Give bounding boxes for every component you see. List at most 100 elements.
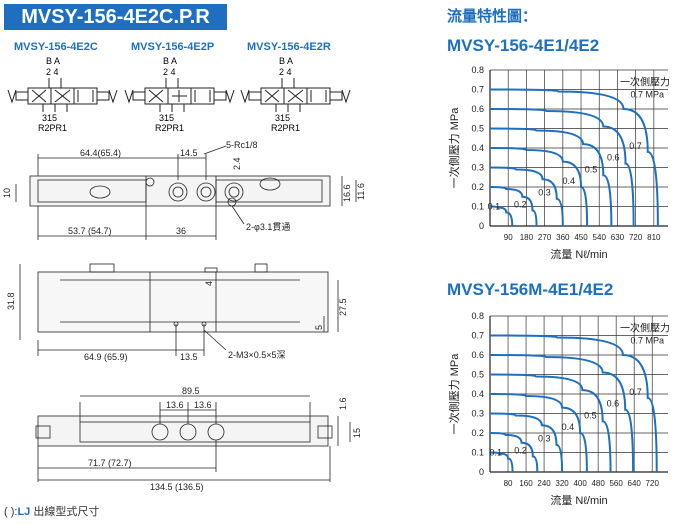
series-line-0.1 — [489, 205, 514, 227]
valve-symbols: B A 2 4 315 R2PR1 B A 2 4 — [7, 56, 351, 133]
x-tick-label: 720 — [646, 479, 660, 488]
chart-2-title: MVSY-156M-4E1/4E2 — [447, 280, 614, 299]
bottom-port-numbers: 315 — [42, 113, 57, 123]
series-label: 0.7 — [629, 141, 642, 151]
x-tick-label: 90 — [504, 233, 513, 242]
y-axis-label: 一次側壓力 MPa — [447, 107, 461, 189]
valve-symbol-4e2p: B A 2 4 315 R2PR1 — [124, 56, 235, 133]
series-label: 0.1 — [490, 447, 503, 457]
dim-64-4: 64.4(65.4) — [80, 148, 121, 158]
series-label: 0.2 — [514, 199, 527, 209]
dim-16-6: 16.6 — [342, 184, 352, 202]
svg-text:B A: B A — [279, 56, 293, 66]
dim-36: 36 — [176, 226, 186, 236]
footnote-text: 出線型式尺寸 — [33, 506, 100, 518]
series-line-0.4 — [489, 393, 588, 473]
dim-10: 10 — [2, 188, 12, 198]
model-title-banner: MVSY-156-4E2C.P.R — [4, 4, 227, 30]
y-tick-label: 0.6 — [471, 104, 484, 114]
valve-symbol-4e2r: B A 2 4 315 R2PR1 — [240, 56, 351, 133]
top-view — [15, 145, 357, 240]
y-tick-label: 0.4 — [471, 143, 484, 153]
x-axis-label: 流量 Nℓ/min — [550, 493, 607, 507]
flow-section-title: 流量特性圖： — [447, 8, 538, 25]
dim-31-8: 31.8 — [6, 292, 16, 310]
x-tick-label: 360 — [556, 233, 570, 242]
y-tick-label: 0.5 — [471, 370, 484, 380]
series-line-0.2 — [489, 432, 539, 473]
y-tick-label: 0.1 — [471, 202, 484, 212]
top-port-numbers: 2 4 — [46, 67, 59, 77]
x-tick-label: 540 — [593, 233, 607, 242]
y-tick-label: 0.6 — [471, 350, 484, 360]
series-label: 0.3 — [538, 434, 551, 444]
y-tick-label: 0.3 — [471, 163, 484, 173]
valve-symbol-4e2c: B A 2 4 315 R2PR1 — [7, 56, 118, 133]
chart-1-title: MVSY-156-4E1/4E2 — [447, 36, 600, 55]
footnote-lj: LJ — [17, 506, 31, 518]
x-tick-label: 630 — [611, 233, 625, 242]
dim-64-9: 64.9 (65.9) — [84, 352, 128, 362]
y-tick-label: 0 — [479, 221, 484, 231]
dim-2-m3: 2-M3×0.5×5深 — [228, 350, 286, 360]
bottom-view — [35, 395, 351, 482]
series-line-0.2 — [489, 186, 538, 227]
footnote-bracket: ( ): — [4, 506, 18, 518]
series-line-0.3 — [489, 412, 564, 473]
series-label: 0.4 — [562, 422, 575, 432]
dim-5: 5 — [314, 325, 324, 330]
y-tick-label: 0.4 — [471, 389, 484, 399]
dim-71-7: 71.7 (72.7) — [88, 458, 132, 468]
series-line-0.6 — [489, 354, 635, 473]
x-tick-label: 240 — [537, 479, 551, 488]
series-line-0.1 — [489, 451, 514, 473]
y-tick-label: 0.8 — [471, 311, 484, 321]
footnote: ( ):LJ 出線型式尺寸 — [4, 503, 99, 519]
x-tick-label: 480 — [591, 479, 605, 488]
x-tick-label: 400 — [573, 479, 587, 488]
dim-14-5: 14.5 — [180, 148, 198, 158]
svg-text:2 4: 2 4 — [279, 67, 292, 77]
svg-text:R2PR1: R2PR1 — [155, 123, 184, 133]
symbol-label-4e2c: MVSY-156-4E2C — [14, 41, 98, 53]
series-label: 0.4 — [563, 176, 576, 186]
series-line-0.5 — [489, 127, 613, 227]
x-tick-label: 810 — [647, 233, 661, 242]
series-label: 0.3 — [538, 188, 551, 198]
series-label: 0.2 — [514, 445, 527, 455]
dim-13-6-a: 13.6 — [166, 400, 184, 410]
svg-text:315: 315 — [159, 113, 174, 123]
series-line-0.5 — [489, 373, 612, 473]
pressure-annotation-unit: 0.7 MPa — [630, 336, 664, 346]
dim-134-5: 134.5 (136.5) — [150, 482, 204, 492]
bottom-ports: R2PR1 — [38, 123, 67, 133]
pressure-annotation: 一次側壓力 — [620, 322, 670, 335]
dim-2-4: 2.4 — [232, 157, 242, 170]
series-label: 0.5 — [585, 164, 598, 174]
y-tick-label: 0.3 — [471, 409, 484, 419]
dim-15: 15 — [352, 428, 362, 438]
x-tick-label: 160 — [519, 479, 533, 488]
y-tick-label: 0.8 — [471, 65, 484, 75]
dimension-drawings: 64.4(65.4) 14.5 5-Rc1/8 2.4 10 16.6 11.6… — [2, 140, 366, 492]
dim-13-5: 13.5 — [180, 352, 198, 362]
dim-5-rc18: 5-Rc1/8 — [226, 140, 258, 150]
dim-27-5: 27.5 — [338, 298, 348, 316]
top-ports: B A — [46, 56, 60, 66]
series-label: 0.6 — [607, 153, 620, 163]
symbol-label-4e2r: MVSY-156-4E2R — [247, 41, 331, 53]
x-tick-label: 720 — [629, 233, 643, 242]
series-label: 0.7 — [629, 387, 642, 397]
svg-text:B A: B A — [163, 56, 177, 66]
y-tick-label: 0.7 — [471, 85, 484, 95]
series-label: 0.1 — [488, 201, 501, 211]
x-tick-label: 450 — [574, 233, 588, 242]
series-line-0.4 — [489, 147, 589, 227]
dim-53-7: 53.7 (54.7) — [68, 226, 112, 236]
svg-text:2 4: 2 4 — [163, 67, 176, 77]
symbol-label-4e2p: MVSY-156-4E2P — [131, 41, 215, 53]
svg-text:R2PR1: R2PR1 — [271, 123, 300, 133]
x-tick-label: 270 — [538, 233, 552, 242]
x-tick-label: 640 — [628, 479, 642, 488]
svg-text:315: 315 — [275, 113, 290, 123]
